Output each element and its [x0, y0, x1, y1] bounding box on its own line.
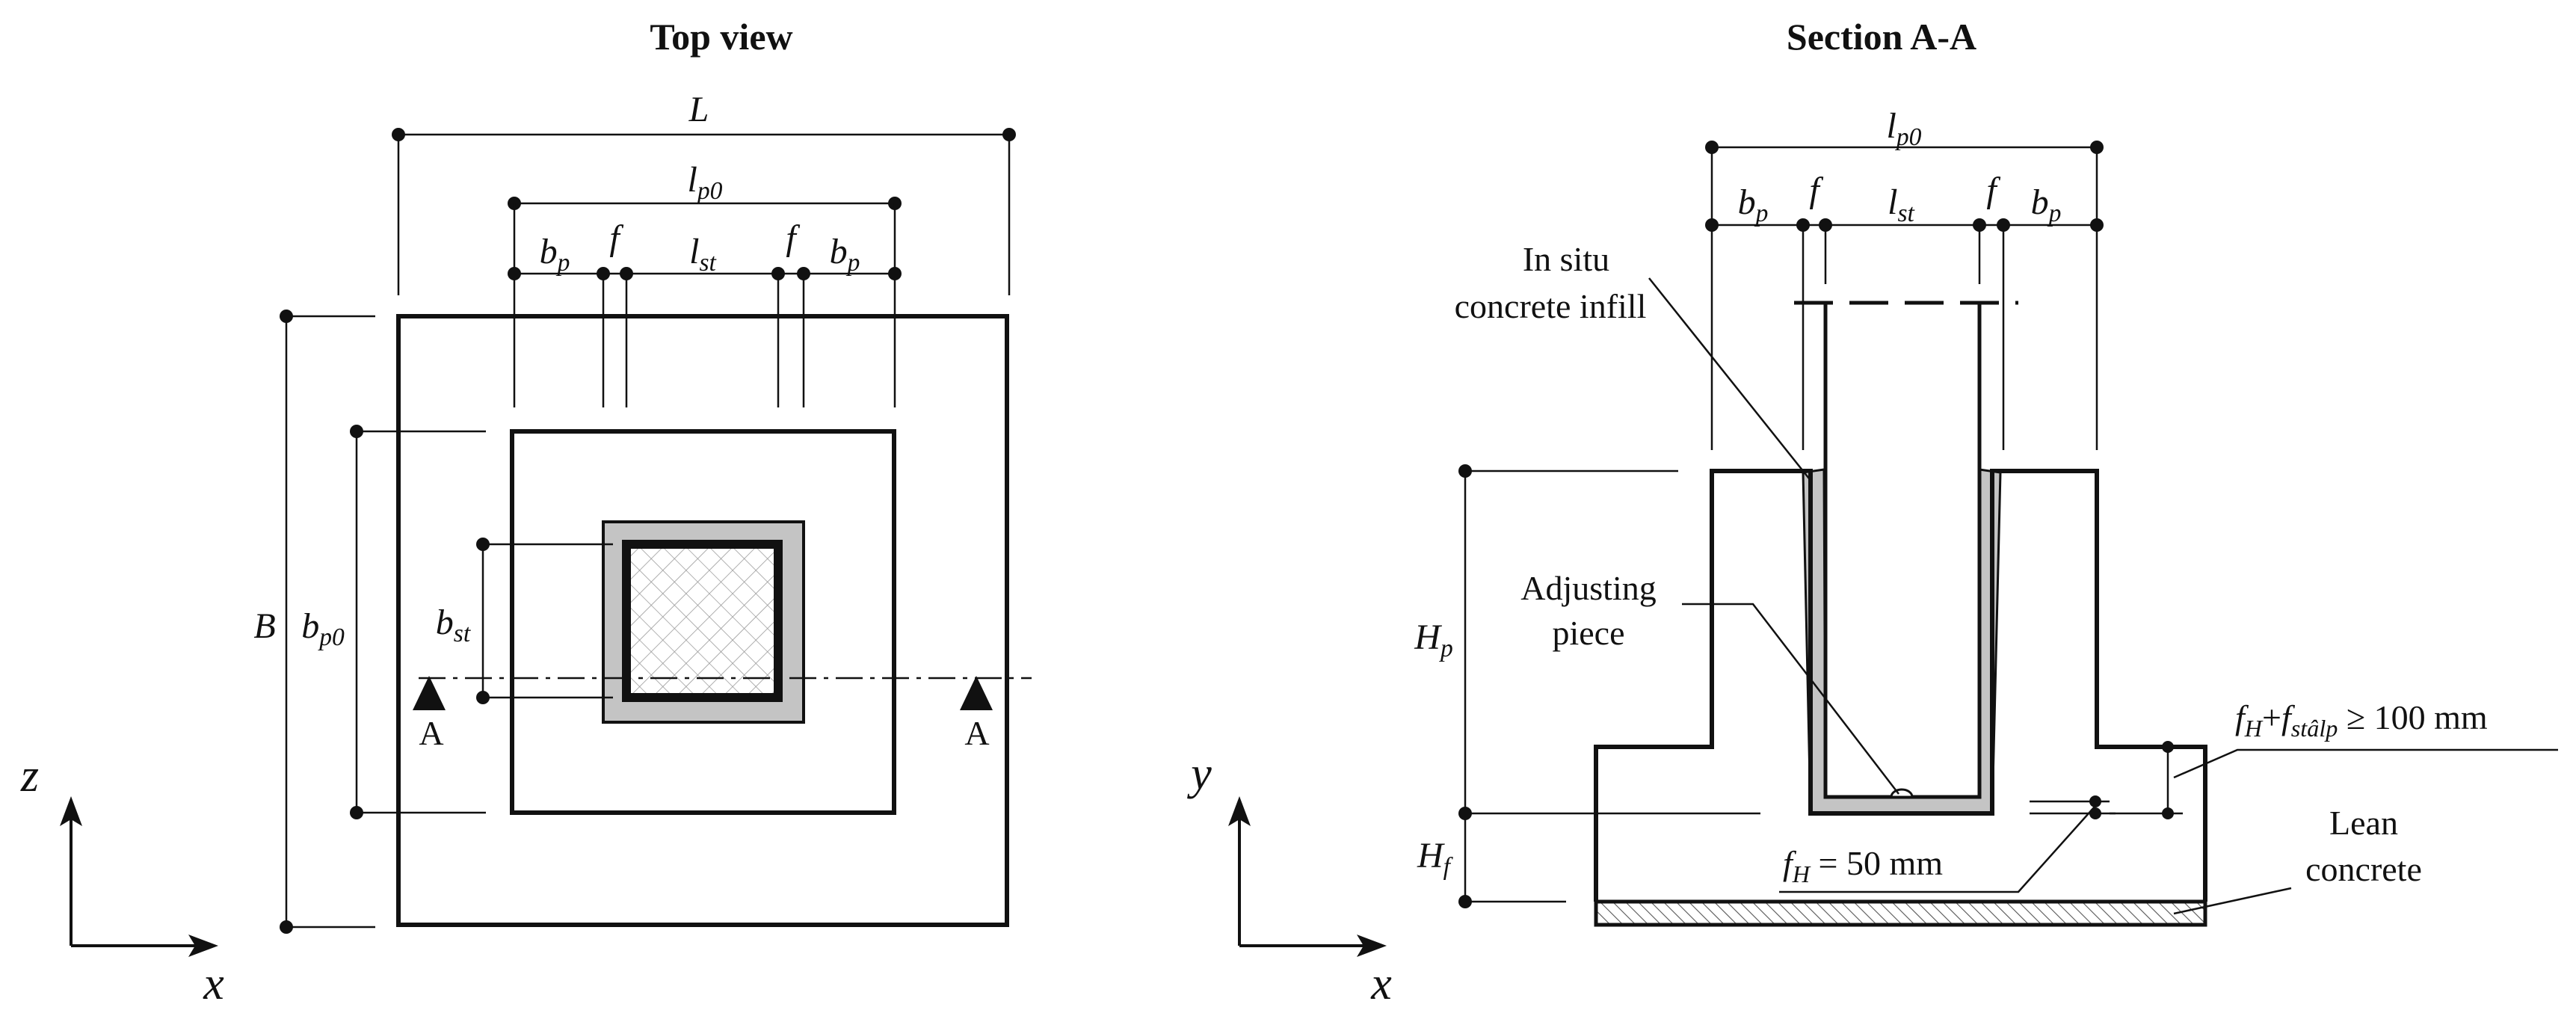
label-bp-left-section: bp: [1738, 182, 1769, 227]
axis-x-label-right: x: [1370, 958, 1392, 1009]
dim-chain-section: [1705, 218, 2104, 450]
dim-bp0: [350, 425, 486, 819]
leader-lean: [2173, 887, 2292, 915]
label-f-right-section: f: [1986, 170, 2000, 210]
footing-outline: [396, 314, 1009, 927]
leader-fh: [1779, 805, 2096, 893]
label-Hf: Hf: [1417, 836, 1454, 881]
axes-left: [60, 796, 218, 957]
axes-right: [1228, 796, 1387, 957]
note-adjusting-1: Adjusting: [1520, 569, 1656, 607]
section-label-left: A: [419, 714, 443, 752]
label-bp-right-section: bp: [2031, 182, 2062, 227]
label-lst: lst: [689, 232, 716, 277]
dim-gap: [2030, 741, 2183, 819]
dim-chain-top: [508, 203, 902, 407]
note-adjusting-2: piece: [1552, 614, 1624, 652]
label-f-left: f: [609, 218, 623, 258]
note-infill-2: concrete infill: [1455, 287, 1647, 325]
axis-y-label: y: [1186, 748, 1212, 799]
leader-infill: [1648, 277, 1810, 479]
column-in-socket: [1823, 301, 1982, 799]
top-view: L lp0 bp f lst f bp: [253, 90, 1032, 934]
dim-lp0-section: [1705, 141, 2104, 450]
section-marker-left: [413, 676, 446, 710]
leader-gap: [2173, 748, 2558, 779]
note-lean-1: Lean: [2329, 804, 2398, 842]
label-f-right: f: [786, 218, 800, 258]
label-bp-right: bp: [830, 232, 860, 277]
label-L: L: [688, 90, 709, 129]
pedestal-outline: [510, 429, 896, 815]
label-bp0: bp0: [301, 606, 345, 651]
leader-adjusting: [1682, 603, 1899, 795]
label-f-left-section: f: [1809, 170, 1823, 210]
label-Hp: Hp: [1414, 618, 1452, 662]
adjusting-piece: [1890, 788, 1914, 798]
note-lean-2: concrete: [2305, 850, 2422, 888]
note-fh: fH = 50 mm: [1783, 844, 1943, 887]
dim-L: [392, 128, 1016, 295]
infill-left: [1802, 468, 1827, 815]
dim-B: [280, 310, 375, 934]
section-view: lp0 bp f lst f bp: [1414, 106, 2558, 927]
section-title: Section A-A: [1787, 16, 1976, 58]
dim-heights: [1458, 464, 1760, 908]
note-gap-formula: fH+fstâlp ≥ 100 mm: [2235, 698, 2488, 742]
section-marker-right: [960, 676, 993, 710]
note-infill-1: In situ: [1523, 240, 1609, 278]
infill-bottom: [1811, 797, 1992, 813]
axis-x-label-left: x: [203, 958, 224, 1009]
section-label-right: A: [964, 714, 989, 752]
label-lp0: lp0: [688, 160, 723, 205]
label-B: B: [253, 606, 275, 646]
top-view-title: Top view: [650, 16, 792, 58]
dim-bst: [476, 538, 613, 704]
lean-concrete: [1594, 899, 2207, 927]
axis-z-label: z: [20, 751, 39, 801]
column-section: [622, 540, 783, 702]
label-lst-section: lst: [1888, 182, 1914, 227]
label-lp0-section: lp0: [1887, 106, 1922, 151]
label-bst: bst: [436, 603, 471, 647]
label-bp-left: bp: [540, 232, 570, 277]
